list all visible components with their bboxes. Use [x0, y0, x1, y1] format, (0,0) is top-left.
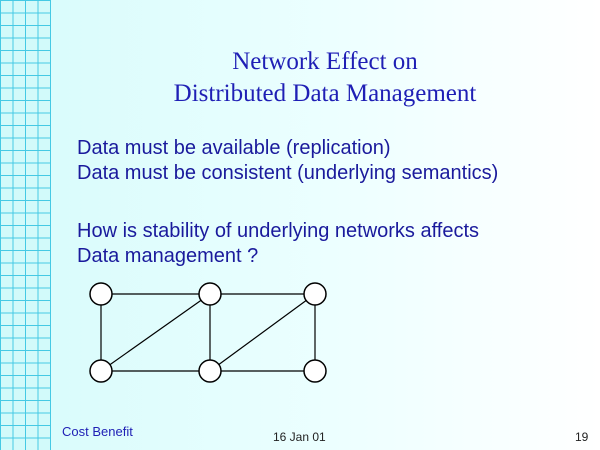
slide-title: Network Effect on Distributed Data Manag… — [120, 46, 530, 110]
network-diagram — [89, 282, 327, 383]
question-line-1: How is stability of underlying networks … — [77, 220, 480, 242]
edge-diagonal-left — [100, 293, 211, 372]
node-top-right — [303, 282, 327, 306]
node-top-middle — [198, 282, 222, 306]
title-line-2: Distributed Data Management — [173, 80, 477, 107]
title-line-1: Network Effect on — [232, 48, 418, 75]
question-text: How is stability of underlying networks … — [77, 219, 479, 269]
requirements-text: Data must be available (replication) Dat… — [77, 136, 498, 186]
node-bottom-left — [89, 359, 113, 383]
decorative-grid — [0, 0, 50, 450]
availability-line: Data must be available (replication) — [77, 137, 391, 159]
consistency-line: Data must be consistent (underlying sema… — [77, 162, 499, 184]
edge-diagonal-right — [209, 293, 316, 372]
footer-cost-benefit: Cost Benefit — [62, 424, 133, 439]
node-bottom-middle — [198, 359, 222, 383]
question-line-2: Data management ? — [77, 245, 259, 267]
footer-date: 16 Jan 01 — [273, 430, 326, 444]
node-bottom-right — [303, 359, 327, 383]
slide-number: 19 — [575, 430, 589, 444]
grid-edge-line — [50, 0, 51, 450]
node-top-left — [89, 282, 113, 306]
